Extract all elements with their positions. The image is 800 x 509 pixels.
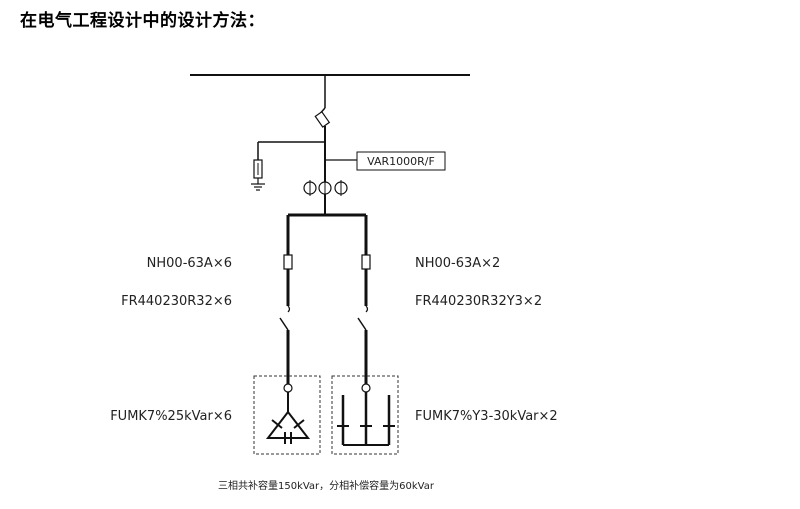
right-capacitor-label: FUMK7%Y3-30kVar×2 — [415, 409, 558, 424]
left-fuse-label: NH00-63A×6 — [147, 256, 232, 271]
left-branch-switch-contact — [287, 305, 291, 313]
right-capacitor-box — [331, 375, 399, 455]
right-bank-node — [361, 383, 371, 393]
meter-label: VAR1000R/F — [367, 155, 435, 168]
page-title: 在电气工程设计中的设计方法： — [20, 11, 265, 31]
left-capacitor-label: FUMK7%25kVar×6 — [110, 409, 232, 424]
left-branch-fuse — [283, 254, 293, 270]
meter-box — [356, 151, 446, 171]
left-bank-cap-plate-2 — [293, 419, 305, 429]
left-bank-node — [283, 383, 293, 393]
right-branch-switch — [357, 317, 367, 331]
right-fuse-label: NH00-63A×2 — [415, 256, 500, 271]
right-branch-fuse — [361, 254, 371, 270]
main-fuse — [314, 110, 331, 128]
capacity-note: 三相共补容量150kVar，分相补偿容量为60kVar — [218, 479, 435, 492]
right-branch-switch-contact — [365, 305, 369, 313]
right-switch-label: FR440230R32Y3×2 — [415, 294, 542, 309]
left-branch-switch — [279, 317, 289, 331]
left-switch-label: FR440230R32×6 — [121, 294, 232, 309]
left-delta-capacitor-bank — [265, 410, 311, 439]
left-capacitor-box — [253, 375, 321, 455]
left-bank-cap-plate-1 — [271, 419, 283, 429]
